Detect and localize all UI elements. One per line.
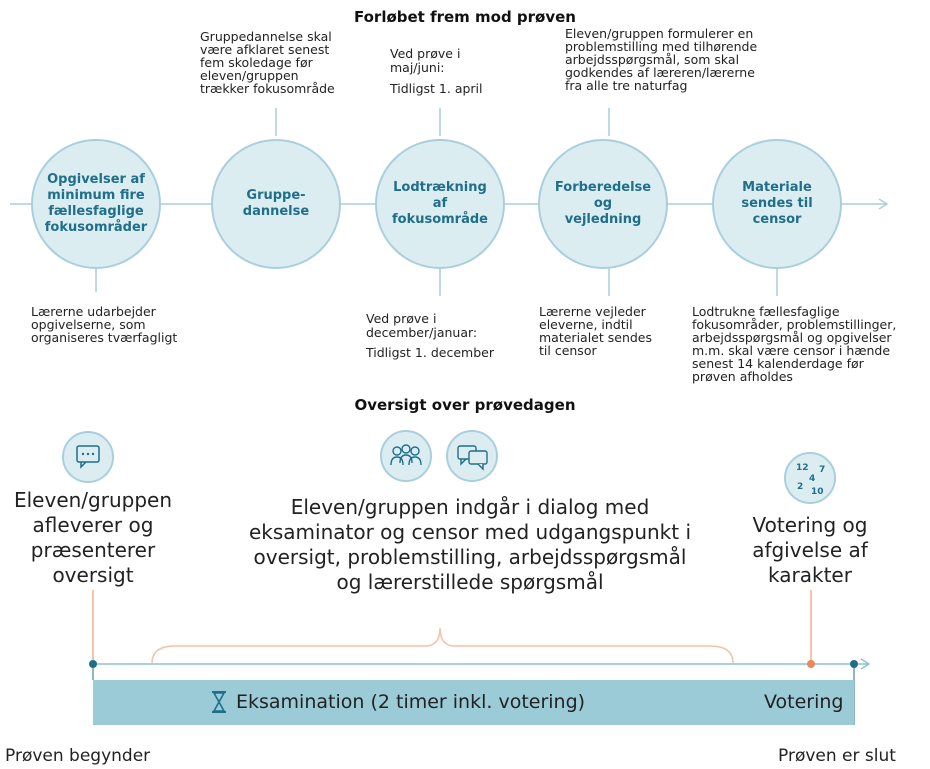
exam-dialog-description: Eleven/gruppen indgår i dialog med eksam… [248, 495, 692, 594]
dialog-icon [446, 430, 498, 482]
group-icon [380, 430, 432, 482]
vote-dot [807, 660, 815, 668]
note-april: Tidligst 1. april [390, 81, 483, 96]
note-gruppedannelse: Gruppedannelse skal være afklaret senest… [200, 29, 335, 96]
note-lodtrukne: Lodtrukne fællesfaglige fokusområder, pr… [692, 304, 897, 384]
vote-label: Votering [764, 691, 844, 713]
note-laererne-vejleder: Lærerne vejleder eleverne, indtil materi… [539, 304, 653, 358]
step-gruppedannelse-label: Gruppe- dannelse [242, 188, 310, 219]
exam-end-dot [850, 660, 858, 668]
grades-icon: 12 7 4 2 10 [784, 452, 836, 504]
note-maj-juni: Ved prøve i maj/juni: [390, 46, 461, 75]
timeline-title: Forløbet frem mod prøven [353, 8, 576, 26]
hourglass-icon [212, 691, 226, 713]
step-opgivelser-label: Opgivelser af minimum fire fællesfaglige… [44, 172, 148, 235]
note-laererne-udarbejder: Lærerne udarbejder opgivelserne, som org… [31, 304, 178, 345]
step-materiale-label: Materiale sendes til censor [741, 180, 813, 227]
step-forberedelse-label: Forberedelse og vejledning [554, 180, 652, 227]
note-dec-jan: Ved prøve i december/januar: [366, 311, 478, 340]
step-gruppedannelse: Gruppe- dannelse [211, 139, 341, 269]
exam-start-dot [89, 660, 97, 668]
grade-4: 4 [809, 474, 816, 484]
step-lodtraekning: Lodtrækning af fokusområde [375, 139, 505, 269]
step-opgivelser: Opgivelser af minimum fire fællesfaglige… [31, 139, 161, 269]
exam-end-label: Prøven er slut [778, 746, 896, 766]
speech-bubble-icon [62, 431, 114, 483]
grade-10: 10 [811, 487, 824, 497]
note-december: Tidligst 1. december [366, 345, 494, 360]
step-lodtraekning-label: Lodtrækning af fokusområde [391, 180, 488, 227]
grade-2: 2 [797, 482, 804, 492]
exam-vote-description: Votering og afgivelse af karakter [752, 513, 868, 587]
step-materiale: Materiale sendes til censor [712, 139, 842, 269]
exam-duration-label: Eksamination (2 timer inkl. votering) [236, 691, 586, 713]
exam-day-title: Oversigt over prøvedagen [354, 396, 576, 414]
grade-7: 7 [819, 465, 826, 475]
exam-start-description: Eleven/gruppen afleverer og præsenterer … [13, 488, 173, 587]
step-forberedelse: Forberedelse og vejledning [538, 139, 668, 269]
note-eleven-formulerer: Eleven/gruppen formulerer en problemstil… [565, 26, 758, 93]
exam-start-label: Prøven begynder [5, 746, 151, 766]
grade-12: 12 [796, 463, 809, 473]
